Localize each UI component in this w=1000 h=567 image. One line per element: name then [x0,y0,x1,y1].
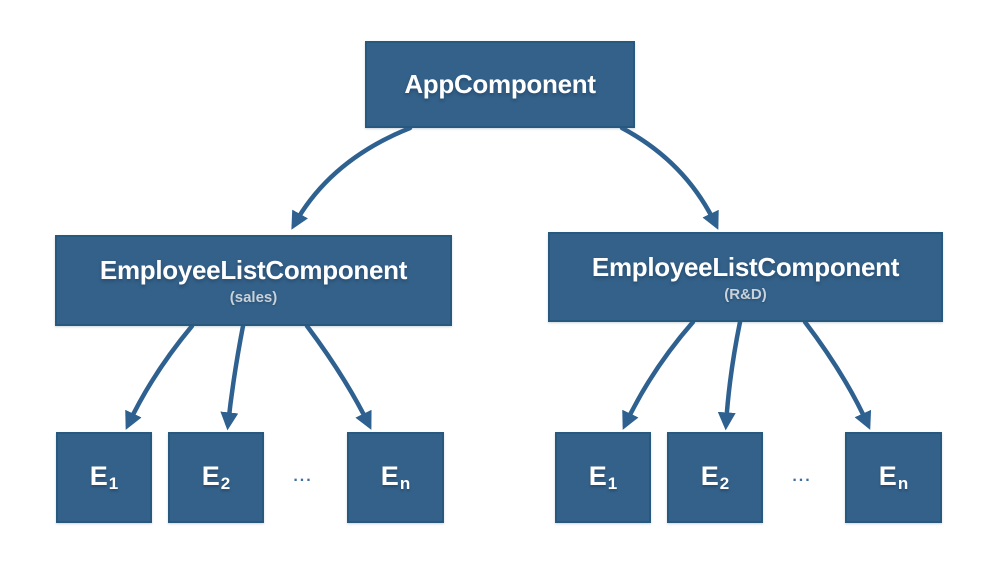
node-employee-list-sales-label: EmployeeListComponent [99,255,408,285]
node-sales-employee-n: En [347,432,444,523]
leaf-subscript: 1 [108,474,119,493]
ellipsis-rnd: ... [792,468,812,485]
leaf-subscript: 2 [220,474,231,493]
arrow-rnd-to-e2-icon [717,319,743,431]
node-rnd-employee-1: E1 [555,432,651,523]
node-rnd-employee-n: En [845,432,942,523]
node-app-component: AppComponent [365,41,635,128]
node-rnd-employee-n-label: En [879,461,908,494]
node-rnd-employee-2: E2 [667,432,763,523]
arrow-rnd-to-e1-icon [622,319,696,430]
leaf-subscript: n [399,474,411,493]
leaf-base: E [89,461,108,491]
node-sales-employee-1: E1 [56,432,152,523]
ellipsis-sales: ... [293,468,313,485]
arrow-app-to-rnd-icon [619,125,719,230]
node-employee-list-rnd-label: EmployeeListComponent [591,251,900,282]
node-employee-list-sales: EmployeeListComponent (sales) [55,235,452,326]
leaf-base: E [380,461,399,491]
node-employee-list-rnd-sublabel: (R&D) [724,285,767,303]
leaf-base: E [201,461,220,491]
node-sales-employee-n-label: En [381,461,410,494]
node-sales-employee-2: E2 [168,432,264,523]
arrow-sales-to-e1-icon [125,323,195,430]
leaf-subscript: n [897,474,909,493]
leaf-subscript: 2 [719,474,730,493]
node-sales-employee-1-label: E1 [90,461,118,494]
arrow-sales-to-en-icon [304,323,372,430]
node-employee-list-rnd: EmployeeListComponent (R&D) [548,232,943,322]
arrow-rnd-to-en-icon [802,319,872,430]
leaf-base: E [700,461,719,491]
node-employee-list-sales-sublabel: (sales) [229,289,278,306]
leaf-subscript: 1 [607,474,618,493]
leaf-base: E [878,461,897,491]
leaf-base: E [588,461,607,491]
node-app-component-label: AppComponent [404,69,596,99]
node-rnd-employee-2-label: E2 [701,461,729,494]
node-sales-employee-2-label: E2 [202,461,230,494]
node-rnd-employee-1-label: E1 [589,461,617,494]
arrow-sales-to-e2-icon [220,323,246,431]
arrow-app-to-sales-icon [291,125,413,230]
